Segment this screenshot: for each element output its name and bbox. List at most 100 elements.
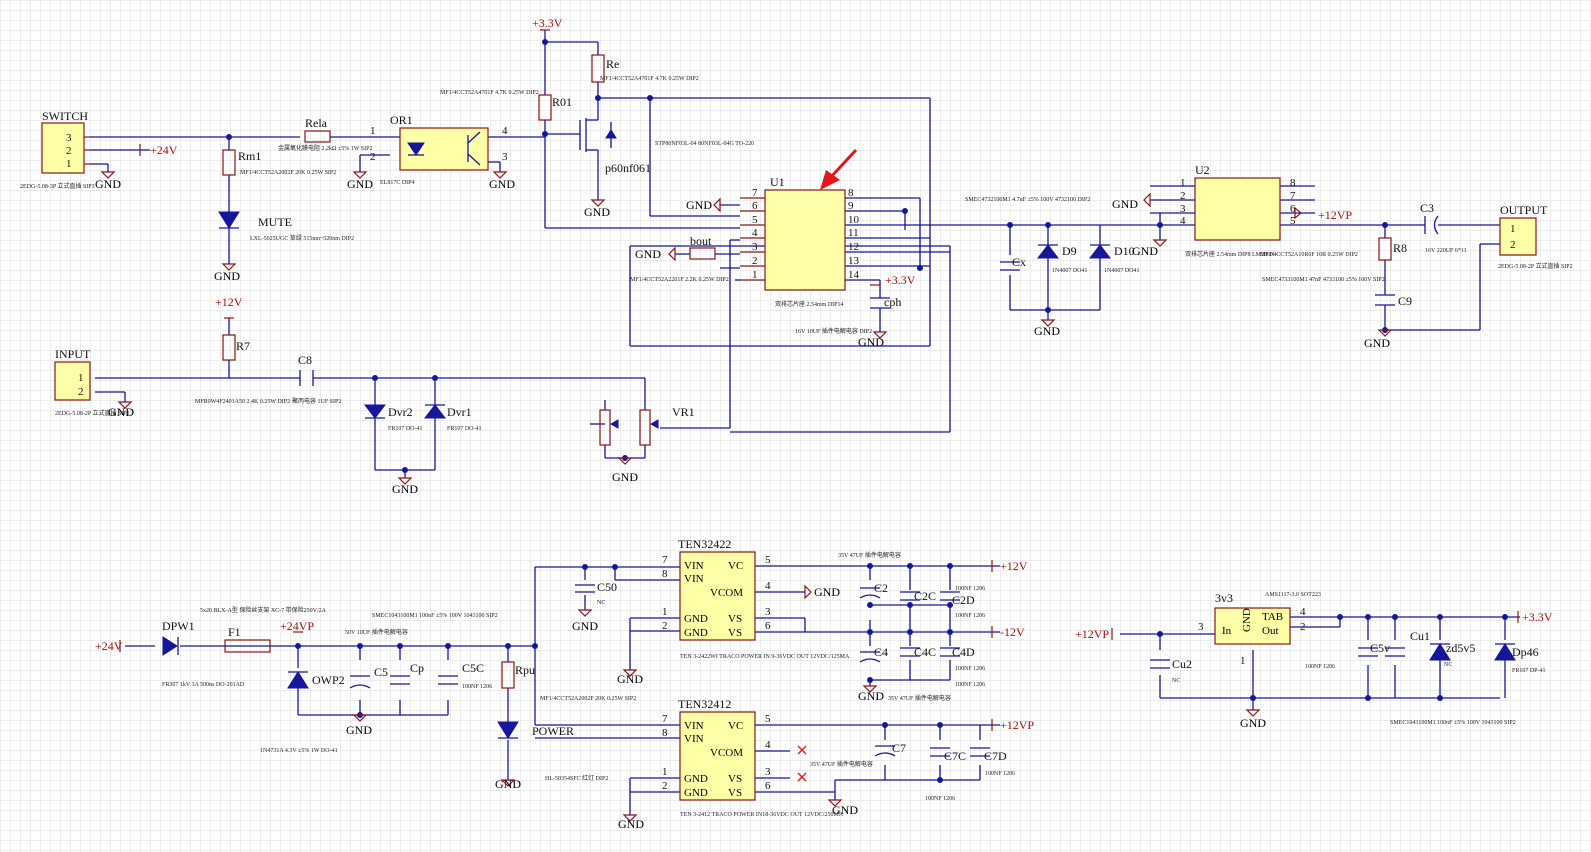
connector-switch[interactable]: SWITCH 3 2 1 2EDG-5.08-3P 立式直插 SIP3	[20, 109, 95, 190]
capacitor-cp[interactable]: Cp	[390, 661, 424, 685]
svg-text:GND: GND	[347, 177, 373, 191]
capacitor-c7c[interactable]: C7C 100NF 1206	[925, 747, 966, 802]
potentiometer-vr1[interactable]: VR1	[599, 405, 695, 446]
zener-owp2[interactable]: OWP2 1N4731A 4.3V ±5% 1W DO-41	[260, 671, 345, 754]
capacitor-c3[interactable]: C3 16V 220UF 6*11	[1420, 201, 1467, 254]
capacitor-c7d[interactable]: C7D 100NF 1206	[970, 747, 1015, 777]
svg-text:VIN: VIN	[684, 560, 704, 572]
diode-d10[interactable]: D10 1N4007 DO41	[1088, 244, 1140, 274]
gnd-icon: GND	[572, 609, 598, 633]
resistor-rela[interactable]: Rela 金属氧化膜电阻 2.2kΩ ±5% 1W SIP2	[278, 116, 372, 152]
capacitor-c7[interactable]: C7 35V 47UF 插件电解电容	[810, 741, 906, 768]
led-mute[interactable]: MUTE LXL-5025UGC 草绿 515nm~520nm DIP2	[218, 211, 354, 242]
svg-text:GND: GND	[684, 613, 708, 625]
svg-text:SMEC1043100M1 100nF ±5% 100V 1: SMEC1043100M1 100nF ±5% 100V 1043100 SIP…	[372, 613, 498, 619]
svg-text:35V 47UF 插件电解电容: 35V 47UF 插件电解电容	[810, 760, 873, 768]
svg-text:DPW1: DPW1	[162, 619, 195, 633]
svg-text:7: 7	[662, 554, 668, 566]
svg-text:MF1/4CCT52A4701F 4.7K 0.25W DI: MF1/4CCT52A4701F 4.7K 0.25W DIP2	[440, 90, 539, 96]
svg-text:GND: GND	[814, 585, 840, 599]
svg-text:35V 47UF 插件电解电容: 35V 47UF 插件电解电容	[888, 694, 951, 702]
annotation-arrow-icon	[820, 148, 858, 190]
svg-text:C7: C7	[892, 741, 906, 755]
dcdc-ten32412[interactable]: TEN32412 VIN VIN GND GND VC VCOM VS VS 7…	[662, 697, 844, 818]
capacitor-c4c[interactable]: C4C	[900, 645, 936, 659]
led-power[interactable]: POWER HL-50354SFC 红灯 DIP2	[497, 721, 608, 782]
gnd-icon: GND	[392, 477, 418, 496]
resistor-bout[interactable]: bout MF1/4CCT52A2201F 2.2K 0.25W DIP2	[630, 234, 729, 283]
svg-text:U2: U2	[1195, 163, 1210, 177]
connector-input[interactable]: INPUT 1 2 2EDG-5.08-2P 立式直插 SIP2	[54, 347, 130, 417]
dcdc-ten32422[interactable]: TEN32422 VIN VIN GND GND VC VCOM VS VS 7…	[662, 537, 850, 660]
svg-text:4: 4	[502, 125, 508, 137]
resistor-re[interactable]: Re MF1/4CCT52A4701F 4.7K 0.25W DIP2	[591, 54, 699, 83]
svg-text:C4C: C4C	[914, 645, 936, 659]
svg-text:GND: GND	[108, 405, 134, 419]
svg-text:3: 3	[1198, 621, 1204, 633]
ground-symbols: GND GND GND GND GND GND GND GND GND GND …	[95, 171, 1393, 831]
capacitor-cph[interactable]: cph 16V 10UF 插件电解电容 DIP2	[795, 295, 901, 335]
svg-text:LXL-5025UGC 草绿 515nm~520nm DIP: LXL-5025UGC 草绿 515nm~520nm DIP2	[250, 234, 354, 242]
capacitor-cu2[interactable]: Cu2 NC	[1150, 657, 1192, 684]
chip-u2[interactable]: U2 1 2 3 4 8 7 6 5 双排芯片座 2.54mm DIP8 LM3…	[1180, 163, 1296, 258]
svg-text:GND: GND	[392, 482, 418, 496]
diode-dvr1[interactable]: Dvr1 FR107 DO-41	[423, 404, 482, 432]
svg-text:R01: R01	[552, 95, 572, 109]
svg-text:GND: GND	[618, 817, 644, 831]
svg-text:2: 2	[1300, 621, 1306, 633]
capacitor-c4[interactable]: C4 35V 47UF 插件电解电容	[859, 645, 951, 702]
connector-output[interactable]: OUTPUT 1 2 2EDG-5.08-2P 立式直插 SIP2	[1498, 203, 1573, 270]
diode-dp46[interactable]: Dp46 FR107 DP-41	[1494, 643, 1546, 674]
capacitor-c2[interactable]: C2 35V 47UF 插件电解电容	[838, 551, 901, 599]
capacitor-c8[interactable]: C8 聚丙电容 1UF SIP2	[292, 353, 341, 405]
svg-text:GND: GND	[1364, 336, 1390, 350]
capacitor-c5c[interactable]: C5C SMEC1043100M1 100nF ±5% 100V 1043100…	[372, 613, 498, 690]
mosfet-p60[interactable]: p60nf061 STP80NF03L-04 80NF03L-04G TO-22…	[579, 118, 754, 175]
resistor-rm1[interactable]: Rm1 MF1/4CCT52A2002F 20K 0.25W SIP2	[222, 149, 336, 176]
diode-d9[interactable]: D9 1N4007 DO41	[1036, 244, 1088, 274]
regulator-3v3[interactable]: 3v3 In Out TAB GND 3 4 2 1 AMS1117-3.0 S…	[1198, 591, 1321, 667]
regulator-caps-note: SMEC1043100M1 100nF ±5% 100V 1043100 SIP…	[1390, 720, 1516, 726]
svg-text:2EDG-5.08-2P 立式直插 SIP2: 2EDG-5.08-2P 立式直插 SIP2	[55, 409, 130, 417]
svg-text:8: 8	[848, 187, 854, 199]
svg-text:GND: GND	[1241, 608, 1253, 632]
chip-u1[interactable]: U1 7 6 5 4 3 2 1 8 9 10 11 12 13 14 双排芯片…	[740, 175, 860, 308]
svg-text:50V 10UF 插件电解电容: 50V 10UF 插件电解电容	[345, 628, 408, 636]
capacitor-cx[interactable]: Cx SMEC4732100M1 4.7nF ±5% 100V 4732100 …	[965, 197, 1090, 271]
svg-text:Rpu: Rpu	[515, 663, 535, 677]
capacitor-cu1[interactable]: Cu1 NC	[1385, 629, 1452, 668]
svg-text:12: 12	[848, 241, 859, 253]
diode-dpw1[interactable]: DPW1 FR307 1kV 3A 500ns DO-201AD	[162, 619, 245, 688]
optocoupler-or1[interactable]: OR1 1 2 4 3 EL817C DIP4	[370, 113, 508, 186]
capacitor-c2d[interactable]: C2D 100NF 1206 100NF 1206	[940, 586, 985, 619]
resistor-r7[interactable]: R7 MFR0W4F2401A50 2.4K 0.25W DIP2	[195, 334, 290, 405]
svg-text:+3.3V: +3.3V	[532, 16, 563, 30]
capacitor-c2c[interactable]: C2C	[900, 589, 936, 603]
svg-text:+3.3V: +3.3V	[885, 273, 916, 287]
svg-text:GND: GND	[584, 205, 610, 219]
capacitor-c5[interactable]: C5 50V 10UF 插件电解电容	[345, 628, 408, 689]
gnd-icon: GND	[346, 714, 372, 737]
fuse-f1[interactable]: F1 5x20 BLX-A型 保险丝支架 XC-7 带保险250V/2A	[200, 606, 327, 653]
svg-text:HL-50354SFC 红灯 DIP2: HL-50354SFC 红灯 DIP2	[545, 774, 608, 782]
svg-text:SMEC4732100M1 4.7nF ±5% 100V 4: SMEC4732100M1 4.7nF ±5% 100V 4732100 DIP…	[965, 197, 1090, 203]
capacitor-c4d[interactable]: C4D 100NF 1206 100NF 1206	[940, 645, 985, 688]
capacitor-c50[interactable]: C50 NC	[575, 580, 617, 606]
svg-text:1: 1	[662, 766, 668, 778]
svg-text:C9: C9	[1398, 294, 1412, 308]
svg-text:100NF 1206: 100NF 1206	[1305, 664, 1335, 670]
capacitor-c5v[interactable]: C5v 100NF 1206	[1305, 641, 1390, 670]
resistor-rpu[interactable]: Rpu MF1/4CCT52A2002F 20K 0.25W SIP2	[501, 661, 636, 702]
zener-zd5v5[interactable]: zd5v5	[1429, 641, 1475, 661]
svg-text:3: 3	[1180, 203, 1186, 215]
svg-text:EL817C DIP4: EL817C DIP4	[380, 180, 415, 186]
resistor-r01[interactable]: R01 MF1/4CCT52A4701F 4.7K 0.25W DIP2	[440, 90, 572, 121]
svg-text:GND: GND	[635, 247, 661, 261]
diode-dvr2[interactable]: Dvr2 FR107 DO-41	[363, 404, 423, 432]
resistor-r8[interactable]: R8 MF1/4CCT52A10R0F 10R 0.25W DIP2	[1260, 237, 1407, 261]
power-port-icons	[119, 29, 1519, 731]
capacitor-c9[interactable]: C9 SMEC4733100M1 47nF 4733100 ±5% 100V S…	[1262, 277, 1412, 308]
svg-text:7: 7	[752, 187, 758, 199]
svg-text:聚丙电容 1UF SIP2: 聚丙电容 1UF SIP2	[292, 397, 341, 405]
